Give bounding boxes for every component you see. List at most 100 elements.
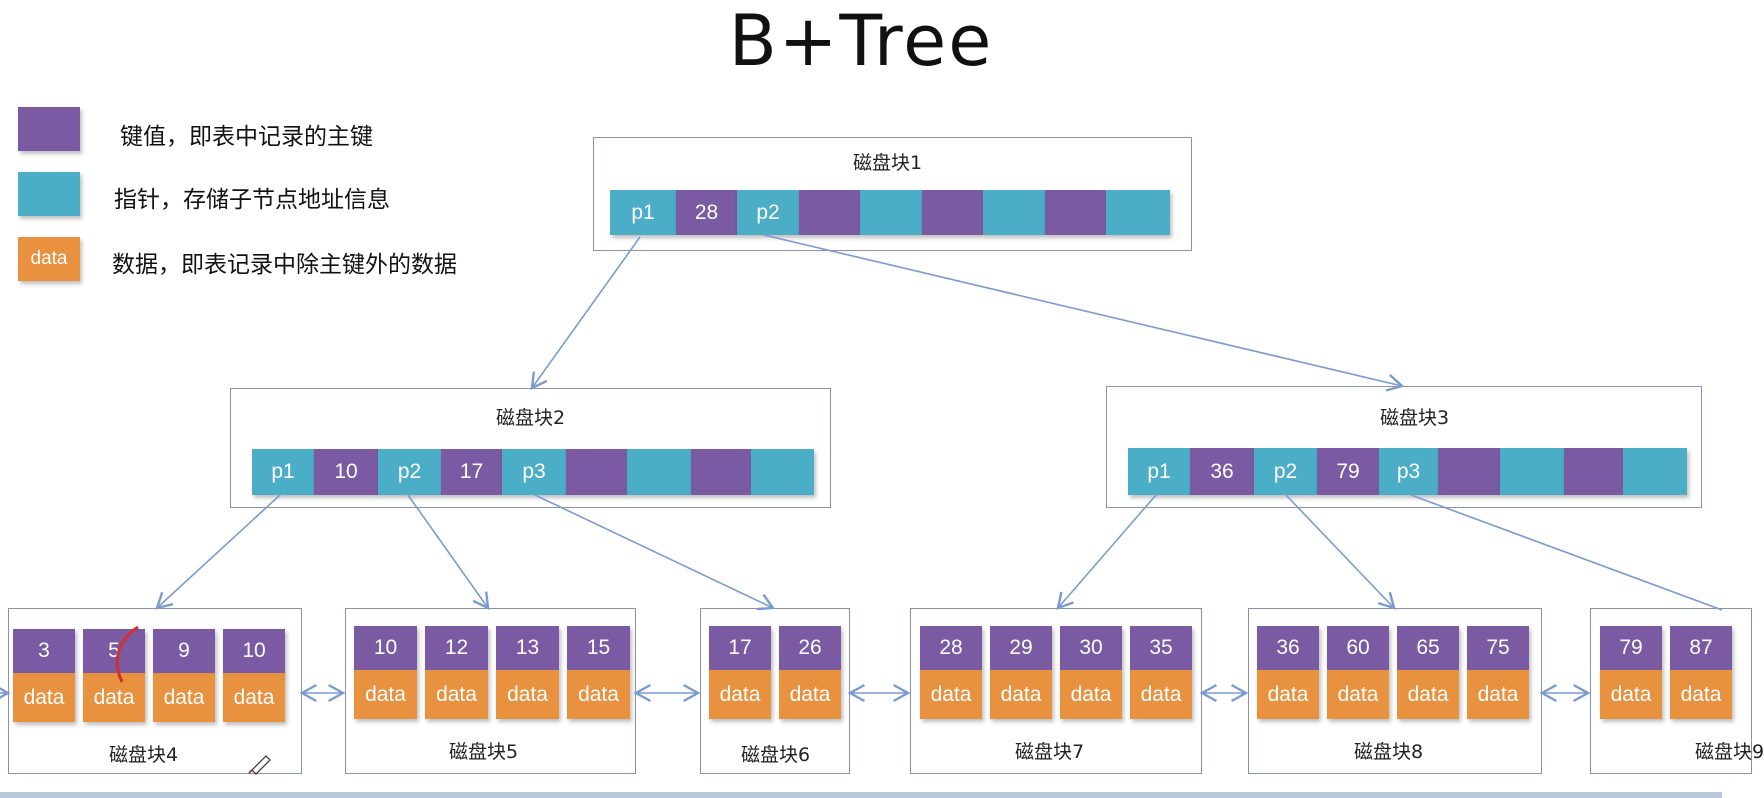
pointer-arrow	[155, 494, 281, 610]
pointer-cell	[983, 190, 1045, 235]
pointer-cell: p1	[1128, 448, 1190, 495]
block-label: 磁盘块4	[109, 744, 179, 766]
block-label: 磁盘块8	[1354, 741, 1424, 763]
pointer-cell	[751, 449, 814, 495]
data-cell: data	[1130, 670, 1192, 719]
legend-data-label: 数据，即表记录中除主键外的数据	[112, 252, 457, 278]
pointer-cell: p1	[610, 190, 676, 235]
data-cell: data	[779, 670, 841, 719]
key-cell: 30	[1060, 626, 1122, 670]
block-label: 磁盘块2	[496, 407, 566, 429]
key-cell: 12	[425, 626, 488, 670]
legend-data-swatch: data	[18, 237, 80, 281]
key-cell: 10	[314, 449, 378, 495]
key-cell: 5	[83, 629, 145, 673]
pointer-arrow	[1285, 494, 1396, 610]
data-cell: data	[1600, 670, 1662, 719]
data-cell: data	[425, 670, 488, 719]
data-cell: data	[1257, 670, 1319, 719]
key-cell	[922, 190, 983, 235]
key-cell: 15	[567, 626, 630, 670]
pointer-arrow	[763, 234, 1405, 392]
data-cell: data	[13, 673, 75, 722]
key-cell: 79	[1317, 448, 1379, 495]
pointer-arrow	[407, 494, 490, 611]
block-label: 磁盘块1	[853, 152, 923, 174]
data-cell: data	[1467, 670, 1529, 719]
data-cell: data	[920, 670, 982, 719]
data-cell: data	[990, 670, 1052, 719]
key-cell: 17	[441, 449, 502, 495]
legend-key-label: 键值，即表中记录的主键	[120, 124, 373, 150]
data-cell: data	[1060, 670, 1122, 719]
key-cell: 3	[13, 629, 75, 673]
key-cell: 36	[1190, 448, 1254, 495]
key-cell: 13	[496, 626, 559, 670]
key-cell: 26	[779, 626, 841, 670]
pointer-cell: p1	[252, 449, 314, 495]
key-cell: 75	[1467, 626, 1529, 670]
pointer-cell	[1623, 448, 1687, 495]
pointer-cell	[1106, 190, 1170, 235]
key-cell	[1564, 448, 1623, 495]
pointer-cell: p2	[737, 190, 799, 235]
data-cell: data	[153, 673, 215, 722]
key-cell: 28	[676, 190, 737, 235]
key-cell: 35	[1130, 626, 1192, 670]
block-label: 磁盘块6	[741, 744, 811, 766]
pointer-arrow	[534, 494, 776, 611]
key-cell	[1045, 190, 1106, 235]
key-cell	[799, 190, 860, 235]
pointer-cell: p2	[1254, 448, 1317, 495]
bottom-border-bar	[0, 792, 1722, 798]
key-cell: 87	[1670, 626, 1732, 670]
data-cell: data	[223, 673, 285, 722]
key-cell: 9	[153, 629, 215, 673]
legend-pointer-swatch	[18, 172, 80, 216]
block-label: 磁盘块7	[1015, 741, 1085, 763]
pointer-arrow	[530, 236, 641, 391]
pointer-cell	[860, 190, 922, 235]
key-cell: 17	[709, 626, 771, 670]
key-cell: 60	[1327, 626, 1389, 670]
key-cell: 79	[1600, 626, 1662, 670]
pointer-cell	[627, 449, 691, 495]
key-cell	[1438, 448, 1500, 495]
legend-key-swatch	[18, 107, 80, 151]
block-label: 磁盘块3	[1380, 407, 1450, 429]
key-cell: 29	[990, 626, 1052, 670]
block-label: 磁盘块9	[1695, 741, 1764, 763]
key-cell: 10	[354, 626, 417, 670]
key-cell	[691, 449, 751, 495]
pointer-cell: p3	[1379, 448, 1438, 495]
pointer-arrow	[1410, 494, 1723, 611]
data-cell: data	[709, 670, 771, 719]
pointer-cell: p2	[378, 449, 441, 495]
data-cell: data	[496, 670, 559, 719]
data-cell: data	[1327, 670, 1389, 719]
data-cell: data	[567, 670, 630, 719]
